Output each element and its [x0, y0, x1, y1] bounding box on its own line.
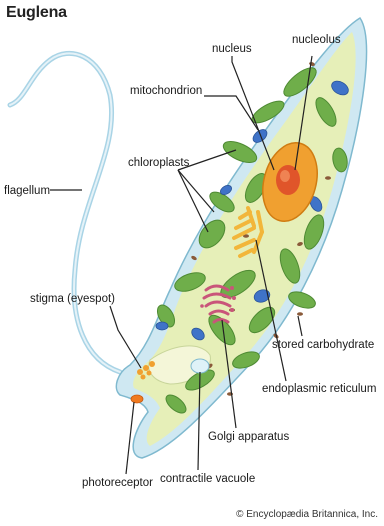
flagellum-shape [10, 53, 120, 372]
label-nucleolus: nucleolus [292, 34, 341, 46]
leader-photoreceptor [126, 402, 134, 474]
copyright-credit: © Encyclopædia Britannica, Inc. [236, 509, 378, 520]
leader-chloroplasts-a [178, 170, 208, 232]
leader-stored-carbohydrate [298, 316, 302, 336]
label-golgi-apparatus: Golgi apparatus [208, 431, 289, 443]
contractile-vacuole-shape [191, 359, 209, 373]
label-stigma: stigma (eyespot) [30, 293, 115, 305]
label-chloroplasts: chloroplasts [128, 157, 190, 169]
leader-mitochondrion [204, 96, 258, 130]
label-nucleus: nucleus [212, 43, 252, 55]
label-mitochondrion: mitochondrion [130, 85, 202, 97]
label-flagellum: flagellum [4, 185, 50, 197]
label-photoreceptor: photoreceptor [82, 477, 153, 489]
label-endoplasmic-reticulum: endoplasmic reticulum [262, 383, 376, 395]
label-contractile-vacuole: contractile vacuole [160, 473, 255, 485]
leader-chloroplasts-b [178, 170, 214, 212]
label-stored-carbohydrate: stored carbohydrate [272, 339, 374, 351]
photoreceptor-shape [131, 395, 143, 403]
